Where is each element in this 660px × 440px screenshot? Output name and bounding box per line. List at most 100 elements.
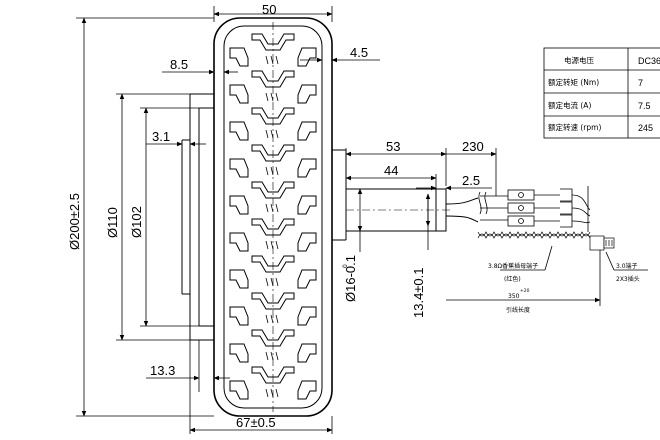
tread-sipe xyxy=(275,277,279,287)
tread-sipe xyxy=(265,351,269,361)
tread-block-left xyxy=(229,195,249,215)
tread-block-right xyxy=(297,343,317,363)
tread-block-center xyxy=(251,329,295,347)
lead-length-tol: +20 xyxy=(520,288,530,294)
tread-block-right xyxy=(297,84,317,104)
tread-sipe xyxy=(265,314,269,324)
tread-block-left xyxy=(229,380,249,400)
dim-3-1: 3.1 xyxy=(152,129,170,144)
tread-sipe xyxy=(275,240,279,250)
tread-block-right xyxy=(297,121,317,141)
lead-length-note: 引线长度 xyxy=(506,306,530,314)
spec-label-torque: 额定转矩 (Nm) xyxy=(548,77,599,87)
tread-sipe xyxy=(270,314,274,324)
tread-block-left xyxy=(229,232,249,252)
tread-block-center xyxy=(251,218,295,236)
tread-sipe xyxy=(270,388,274,398)
dim-width-50: 50 xyxy=(262,2,276,17)
tread-block-center xyxy=(251,255,295,273)
phase-connectors xyxy=(480,186,591,232)
tread-block-left xyxy=(229,84,249,104)
dim-53: 53 xyxy=(386,139,400,154)
dim-230: 230 xyxy=(462,139,484,154)
dim-44: 44 xyxy=(384,163,398,178)
tread-block-center xyxy=(251,144,295,162)
hall-connector-label: 3.0端子 xyxy=(616,262,638,270)
tread-block-center xyxy=(251,107,295,125)
tread-sipe xyxy=(265,203,269,213)
tread-block-center xyxy=(251,292,295,310)
tread-block-center xyxy=(251,33,295,51)
tread-block-left xyxy=(229,306,249,326)
hub-flange xyxy=(181,93,214,341)
spec-label-voltage: 电源电压 xyxy=(564,55,594,65)
tread-sipe xyxy=(265,55,269,65)
tread-sipe xyxy=(275,314,279,324)
tread-block-left xyxy=(229,158,249,178)
spec-label-current: 额定电流 (A) xyxy=(548,100,591,110)
dim-13-4: 13.4±0.1 xyxy=(411,267,426,318)
tread-sipe xyxy=(265,129,269,139)
tread-sipe xyxy=(265,166,269,176)
tread-block-center xyxy=(251,70,295,88)
tread-sipe xyxy=(265,388,269,398)
tread-sipe xyxy=(270,203,274,213)
phase-connector-label: 3.8Ω香蕉插母端子 xyxy=(488,262,538,270)
dim-67: 67±0.5 xyxy=(236,415,276,430)
tread-block-right xyxy=(297,232,317,252)
dim-4-5: 4.5 xyxy=(350,45,368,60)
tread-sipe xyxy=(270,55,274,65)
lead-length-value: 350 xyxy=(508,293,520,300)
hall-cable xyxy=(477,231,615,251)
dim-8-5: 8.5 xyxy=(170,57,188,72)
tread-sipe xyxy=(275,166,279,176)
tread-block-right xyxy=(297,47,317,67)
tread-sipe xyxy=(265,240,269,250)
tread-sipe xyxy=(265,277,269,287)
tread-sipe xyxy=(270,351,274,361)
hall-connector-sublabel: 2X3插头 xyxy=(616,275,640,283)
tread-sipe xyxy=(275,129,279,139)
tread-block-right xyxy=(297,380,317,400)
tread-block-center xyxy=(251,366,295,384)
phase-connector-sublabel: (红色) xyxy=(504,275,521,283)
tread-sipe xyxy=(275,203,279,213)
spec-label-speed: 额定转速 (rpm) xyxy=(548,122,601,132)
tread-sipe xyxy=(270,277,274,287)
tread-block-right xyxy=(297,306,317,326)
tread-sipe xyxy=(270,129,274,139)
tread-sipe xyxy=(275,388,279,398)
tread-sipe xyxy=(270,92,274,102)
tread-sipe xyxy=(275,92,279,102)
tread-block-right xyxy=(297,158,317,178)
dim-dia-16-tol: 0 xyxy=(342,264,349,268)
tread-block-left xyxy=(229,121,249,141)
dim-dia-200: Ø200±2.5 xyxy=(67,193,82,250)
tread-sipe xyxy=(270,166,274,176)
tread-sipe xyxy=(275,55,279,65)
tread-block-right xyxy=(297,269,317,289)
dim-dia-102: Ø102 xyxy=(129,206,144,238)
tread-block-center xyxy=(251,181,295,199)
tread-block-left xyxy=(229,343,249,363)
spec-table xyxy=(543,47,660,139)
tread-block-left xyxy=(229,269,249,289)
tire-outline xyxy=(213,17,333,417)
spec-value-speed: 245 xyxy=(638,123,653,133)
spec-value-torque: 7 xyxy=(638,78,643,88)
shaft-assembly xyxy=(332,149,488,241)
tread-block-right xyxy=(297,195,317,215)
spec-value-voltage: DC36 xyxy=(638,56,660,66)
tread-sipe xyxy=(275,351,279,361)
dim-dia-16: Ø16-0.1 xyxy=(343,255,358,302)
wheel-side-view xyxy=(213,17,333,417)
tread-sipe xyxy=(265,92,269,102)
tread-sipe xyxy=(270,240,274,250)
dim-dia-110: Ø110 xyxy=(105,207,120,238)
tread-pattern xyxy=(229,33,317,400)
dim-2-5: 2.5 xyxy=(462,173,480,188)
dim-13-3: 13.3 xyxy=(150,363,175,378)
dimension-lines xyxy=(76,6,648,434)
tread-block-left xyxy=(229,47,249,67)
